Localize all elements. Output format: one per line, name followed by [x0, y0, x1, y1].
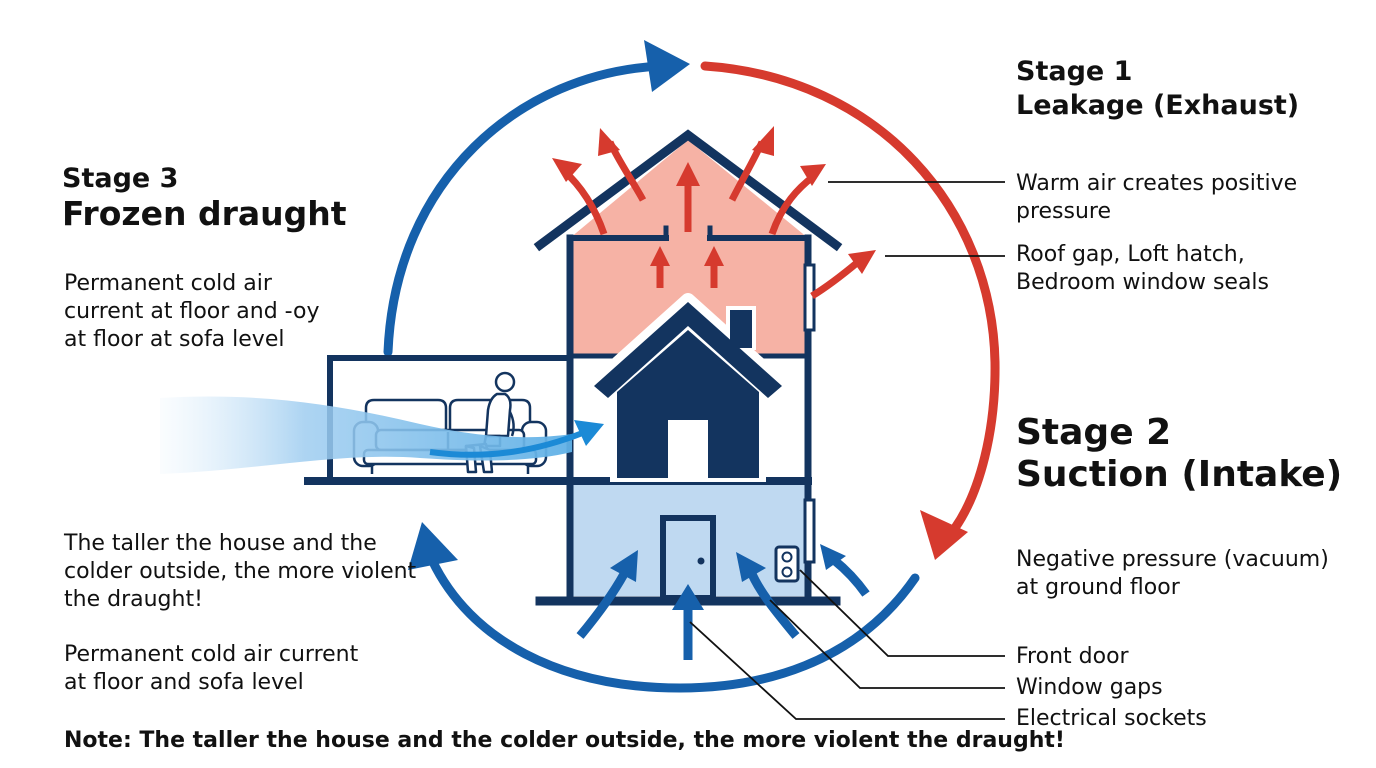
taller-house-line1: The taller the house and the [64, 531, 377, 556]
taller-house-line2: colder outside, the more violent [64, 559, 417, 584]
red-arc-right [700, 61, 1000, 533]
front-door-label: Front door [1016, 644, 1129, 669]
cold-current-1-line3: at floor at sofa level [64, 327, 285, 352]
cold-current-1-line2: current at floor and -oy [64, 299, 320, 324]
blue-arrowhead-bottom-left [408, 522, 458, 570]
upper-window [803, 263, 816, 332]
stage2-title: Stage 2 [1016, 412, 1172, 453]
ground-floor-fill [570, 484, 808, 596]
negative-pressure-line1: Negative pressure (vacuum) [1016, 547, 1329, 572]
leader-lines [689, 181, 1005, 720]
blue-arrowhead-top [644, 40, 690, 92]
red-arrowhead-right [920, 510, 968, 560]
stage2-subtitle: Suction (Intake) [1016, 454, 1343, 495]
house-icon [583, 293, 793, 482]
lower-window [803, 498, 816, 564]
socket-icon [774, 545, 800, 583]
warm-air-label-line1: Warm air creates positive [1016, 171, 1298, 196]
cold-air-arrowhead [574, 420, 604, 446]
negative-pressure-line2: at ground floor [1016, 575, 1180, 600]
stage3-subtitle: Frozen draught [62, 194, 347, 233]
roof-gap-label-line2: Bedroom window seals [1016, 270, 1270, 295]
circulation-arrows [383, 40, 1000, 693]
cold-air-arrow [429, 429, 587, 458]
blue-arc-bottom [427, 555, 920, 693]
intake-arrowheads [610, 544, 846, 610]
roof-gap-label-line1: Roof gap, Loft hatch, [1016, 242, 1245, 267]
stage3-title: Stage 3 [62, 163, 179, 194]
cold-current-1-line1: Permanent cold air [64, 271, 272, 296]
blue-arc-top-left [383, 61, 667, 357]
warm-air-label-line2: pressure [1016, 199, 1112, 224]
cold-current-2-line2: at floor and sofa level [64, 670, 304, 695]
stage1-title: Stage 1 [1016, 56, 1133, 87]
note-text: Note: The taller the house and the colde… [64, 728, 1065, 753]
door-knob [697, 557, 705, 565]
electrical-sockets-label: Electrical sockets [1016, 706, 1207, 731]
taller-house-line3: the draught! [64, 587, 203, 612]
stage1-subtitle: Leakage (Exhaust) [1016, 90, 1300, 121]
window-gaps-label: Window gaps [1016, 675, 1163, 700]
exhaust-arrowheads [552, 126, 876, 274]
cold-current-2-line1: Permanent cold air current [64, 642, 359, 667]
